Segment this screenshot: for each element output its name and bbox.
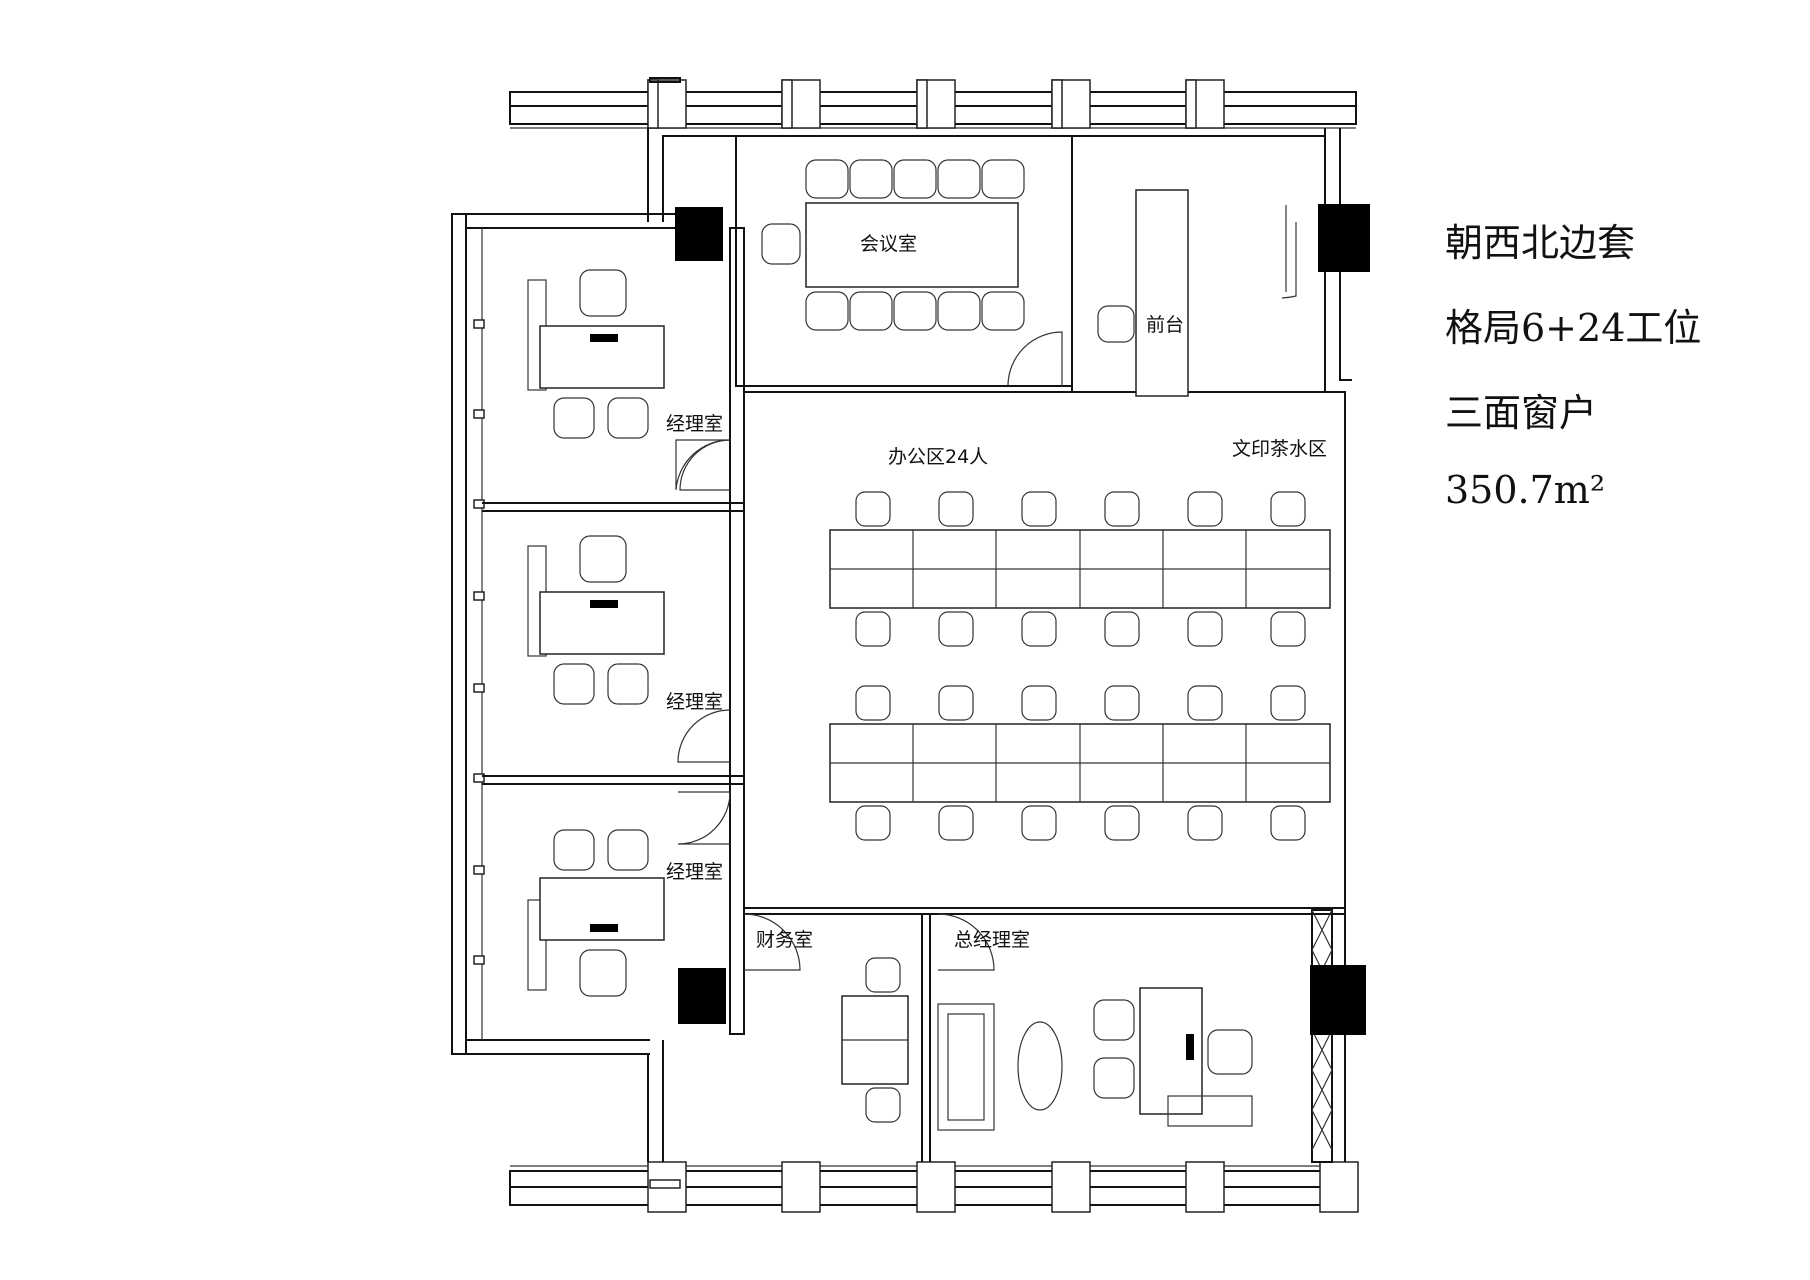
label-office-area: 办公区24人 — [888, 446, 988, 468]
manager-room-2-furniture — [527, 535, 665, 705]
bottom-window-band — [509, 1161, 1359, 1213]
office-chairs — [855, 491, 1306, 841]
general-manager-furniture — [937, 987, 1253, 1131]
manager-room-3-furniture — [527, 829, 665, 997]
info-layout: 格局6+24工位 — [1445, 306, 1702, 350]
finance-room-furniture — [841, 957, 909, 1123]
info-orientation: 朝西北边套 — [1445, 221, 1636, 265]
right-window-strip — [1311, 909, 1333, 1163]
reception-desk — [1135, 189, 1189, 397]
reception-furniture — [1097, 189, 1189, 397]
interior-walls — [482, 135, 1345, 1162]
doors — [675, 205, 1297, 971]
top-window-band — [509, 77, 1357, 129]
info-windows: 三面窗户 — [1445, 391, 1598, 435]
room-labels: 会议室 前台 办公区24人 文印茶水区 经理室 经理室 经理室 财务室 总经理室 — [666, 233, 1327, 951]
label-meeting-room: 会议室 — [860, 233, 917, 255]
workstations — [829, 491, 1331, 841]
label-manager-room-2: 经理室 — [666, 691, 723, 713]
sofa — [937, 1003, 995, 1131]
label-finance-room: 财务室 — [756, 929, 813, 951]
structural-columns — [675, 204, 1370, 1035]
workstation-block-2 — [829, 723, 1331, 803]
label-manager-room-3: 经理室 — [666, 861, 723, 883]
reception-chair — [1097, 305, 1135, 343]
meeting-room-furniture — [761, 159, 1025, 331]
label-general-manager-room: 总经理室 — [954, 929, 1030, 951]
workstation-block-1 — [829, 529, 1331, 609]
label-reception: 前台 — [1146, 314, 1184, 336]
label-manager-room-1: 经理室 — [666, 413, 723, 435]
left-window-mullions — [473, 319, 485, 965]
coffee-table — [1017, 1021, 1063, 1111]
label-print-tea-area: 文印茶水区 — [1232, 438, 1327, 460]
manager-room-1-furniture — [527, 269, 665, 439]
meeting-table — [805, 202, 1019, 288]
info-area: 350.7m² — [1445, 468, 1606, 512]
